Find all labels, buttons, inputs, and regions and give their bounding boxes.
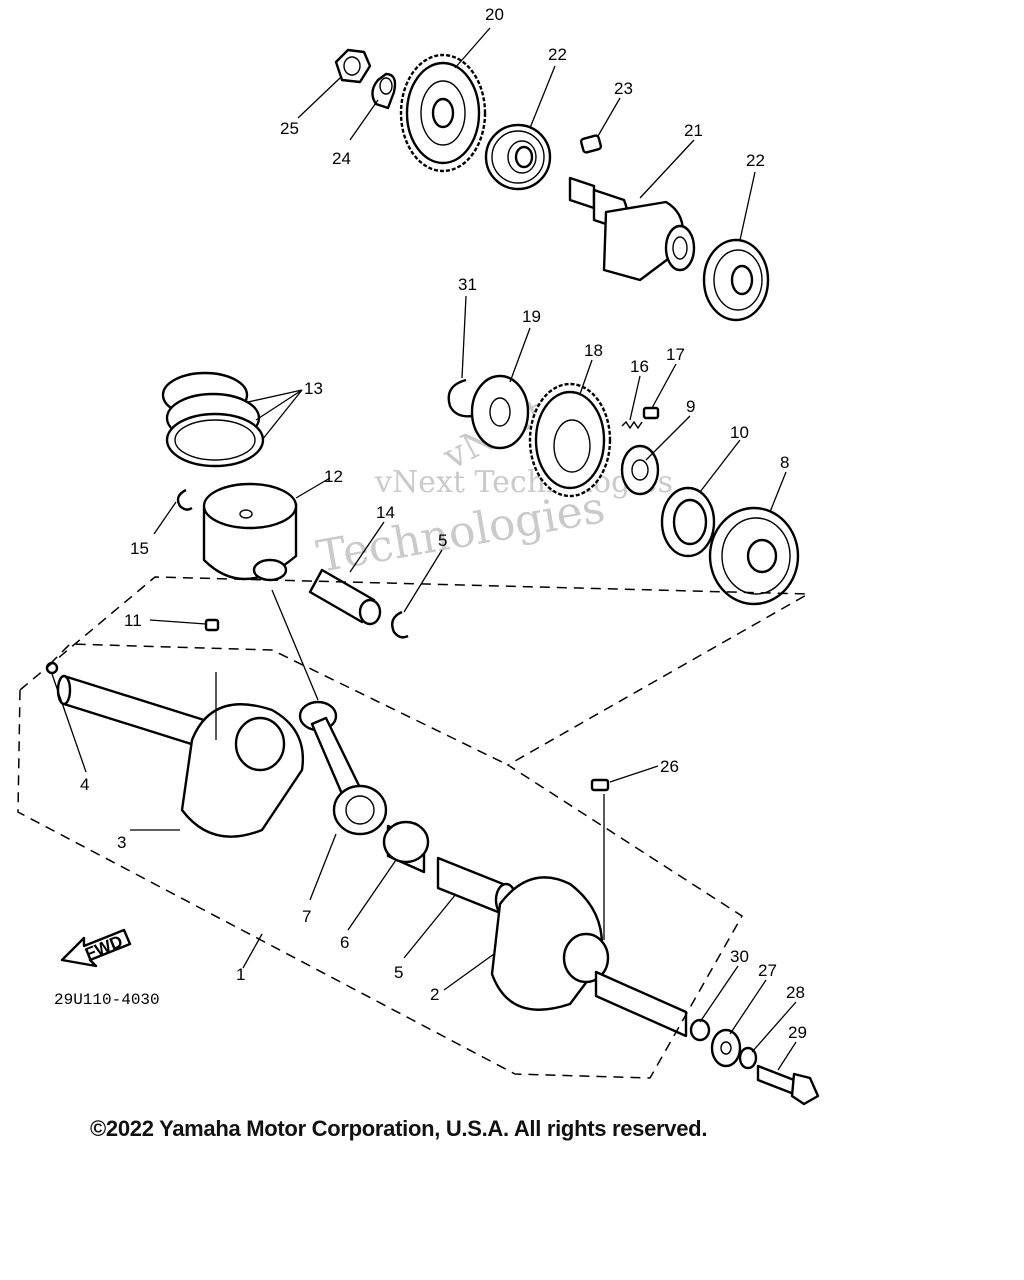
lock-washer-28 (738, 1046, 758, 1070)
bolt-29 (756, 1064, 820, 1106)
callout-13: 13 (304, 379, 323, 398)
circlip-5 (391, 610, 409, 639)
callout-20: 20 (485, 5, 504, 24)
callout-18: 18 (584, 341, 603, 360)
callout-26: 26 (660, 757, 679, 776)
callout-28: 28 (786, 983, 805, 1002)
balancer-drive-gear-20 (399, 53, 487, 173)
callout-14: 14 (376, 503, 395, 522)
callout-31: 31 (458, 275, 477, 294)
callout-22-lower: 22 (746, 151, 765, 170)
callout-4: 4 (80, 775, 89, 794)
crankshaft-left-3 (56, 674, 305, 838)
woodruff-key-23 (579, 134, 603, 154)
callout-27: 27 (758, 961, 777, 980)
copyright-notice: ©2022 Yamaha Motor Corporation, U.S.A. A… (90, 1116, 708, 1141)
bearing-8 (708, 506, 800, 606)
needle-bearing-6 (382, 820, 430, 874)
fwd-label: FWD (82, 932, 125, 964)
balancer-shaft-21 (568, 176, 696, 282)
callout-24: 24 (332, 149, 351, 168)
pin-17 (642, 406, 660, 420)
callout-23: 23 (614, 79, 633, 98)
callout-6: 6 (340, 933, 349, 952)
piston-rings-13 (161, 371, 265, 468)
hub-9 (620, 444, 660, 496)
callout-7: 7 (302, 907, 311, 926)
callout-8: 8 (780, 453, 789, 472)
callout-30: 30 (730, 947, 749, 966)
circlip-31 (447, 378, 473, 418)
leader-lines (51, 27, 797, 1071)
circlip-15 (176, 488, 193, 511)
spacer-10 (660, 486, 716, 558)
callout-11: 11 (124, 611, 142, 630)
callout-17: 17 (666, 345, 685, 364)
callout-10: 10 (730, 423, 749, 442)
callout-21: 21 (684, 121, 703, 140)
callout-9: 9 (686, 397, 695, 416)
fwd-arrow-icon: FWD (60, 928, 132, 968)
callout-29: 29 (788, 1023, 807, 1042)
drive-gear-18 (528, 382, 612, 498)
nut-25 (334, 48, 372, 84)
callout-15: 15 (130, 539, 149, 558)
crankshaft-right-2 (490, 876, 688, 1038)
assembly-boundary-crank (17, 576, 811, 1079)
callout-25: 25 (280, 119, 299, 138)
piston-pin-14 (308, 568, 382, 626)
callout-1: 1 (236, 965, 245, 984)
o-ring-30 (689, 1018, 711, 1042)
connecting-rod-7 (298, 700, 388, 836)
callout-12: 12 (324, 467, 343, 486)
piston-12 (202, 482, 298, 582)
lock-washer-24 (371, 72, 397, 110)
key-26 (590, 778, 610, 792)
plug-4 (45, 661, 59, 675)
spring-16 (621, 420, 643, 430)
key-11 (204, 618, 220, 632)
plate-19 (470, 374, 530, 450)
washer-27 (710, 1028, 742, 1068)
callout-22-upper: 22 (548, 45, 567, 64)
assembly-boundary-inner (49, 643, 509, 766)
callout-19: 19 (522, 307, 541, 326)
bearing-22-upper (484, 123, 552, 191)
part-code: 29U110-4030 (54, 991, 160, 1009)
callout-2: 2 (430, 985, 439, 1004)
bearing-22-lower (702, 238, 770, 322)
callouts: 20 22 23 21 22 25 24 31 19 18 16 17 13 9… (80, 5, 807, 1042)
callout-16: 16 (630, 357, 649, 376)
callout-5-clip: 5 (438, 531, 447, 550)
callout-3: 3 (117, 833, 126, 852)
callout-5-pin: 5 (394, 963, 403, 982)
